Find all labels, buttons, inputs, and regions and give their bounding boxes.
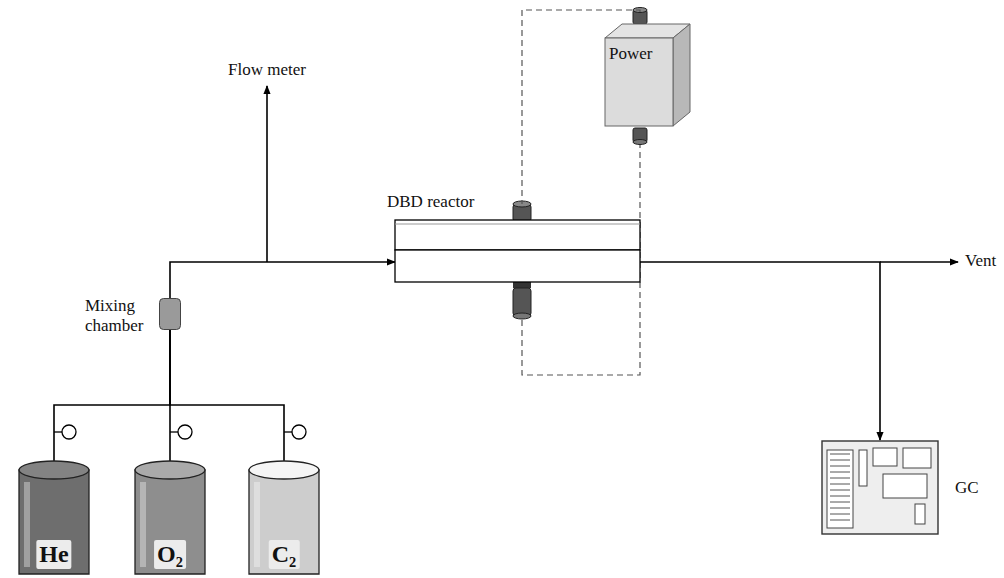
power-outline [600, 20, 692, 128]
pipe-connector [170, 330, 284, 462]
vent-label: Vent [963, 251, 998, 271]
mix-outline [159, 298, 181, 330]
node-text: DBD reactor [387, 192, 474, 212]
electrode [513, 282, 531, 319]
power-supply: Power [600, 20, 692, 128]
node-text: O₂ [154, 540, 186, 569]
vent-line [880, 261, 958, 263]
flow-meter-line [266, 86, 268, 262]
gas-chromatograph: GC [821, 440, 939, 535]
valve [54, 425, 306, 439]
pipe-connector [54, 330, 170, 462]
mixing-chamber: Mixing chamber [159, 298, 181, 330]
node-text: Power [609, 44, 652, 64]
gas-cylinder: O₂ [134, 460, 206, 575]
gas-cylinder: C₂ [248, 460, 320, 575]
node-text: C₂ [269, 540, 300, 569]
gc-outline [821, 440, 939, 535]
flow-meter-label: Flow meter [226, 60, 308, 80]
pipe-connector [170, 262, 395, 298]
node-text: Mixing chamber [85, 296, 151, 337]
bar-outline [395, 220, 640, 282]
node-text: He [36, 540, 71, 569]
gas-cylinder: He [18, 460, 90, 575]
node-text: GC [955, 478, 979, 498]
dbd-reactor: DBD reactor [395, 220, 640, 282]
power-terminal [633, 128, 647, 145]
pipe-connector [640, 262, 880, 440]
